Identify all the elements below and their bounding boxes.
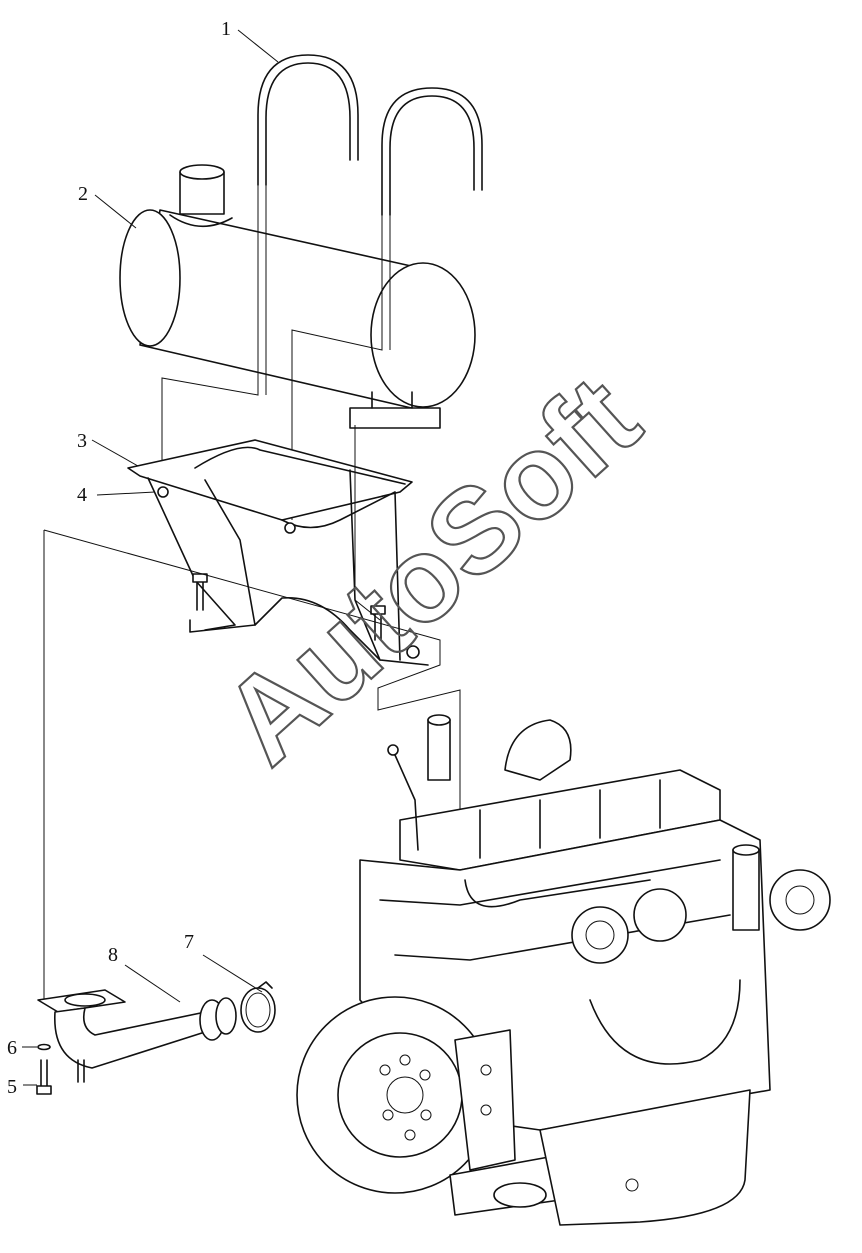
muffler [119,164,476,520]
guide-line-left [43,529,461,1000]
callout-4: 4 [77,484,87,506]
leader-lines [22,29,279,1086]
mounting-bracket [127,439,429,666]
callout-7: 7 [184,931,194,953]
engine-block [296,714,831,1226]
callout-5: 5 [7,1076,17,1098]
callout-2: 2 [78,183,88,205]
callout-8: 8 [108,944,118,966]
u-bolt-1 [257,54,359,186]
hose-clamp [240,981,276,1033]
callout-3: 3 [77,430,87,452]
callout-1: 1 [221,18,231,40]
exhaust-elbow-pipe [37,989,237,1083]
bolt-and-washer [36,1043,52,1095]
u-bolt-2 [381,87,483,216]
guide-line-right [354,425,381,621]
callout-6: 6 [7,1037,17,1059]
